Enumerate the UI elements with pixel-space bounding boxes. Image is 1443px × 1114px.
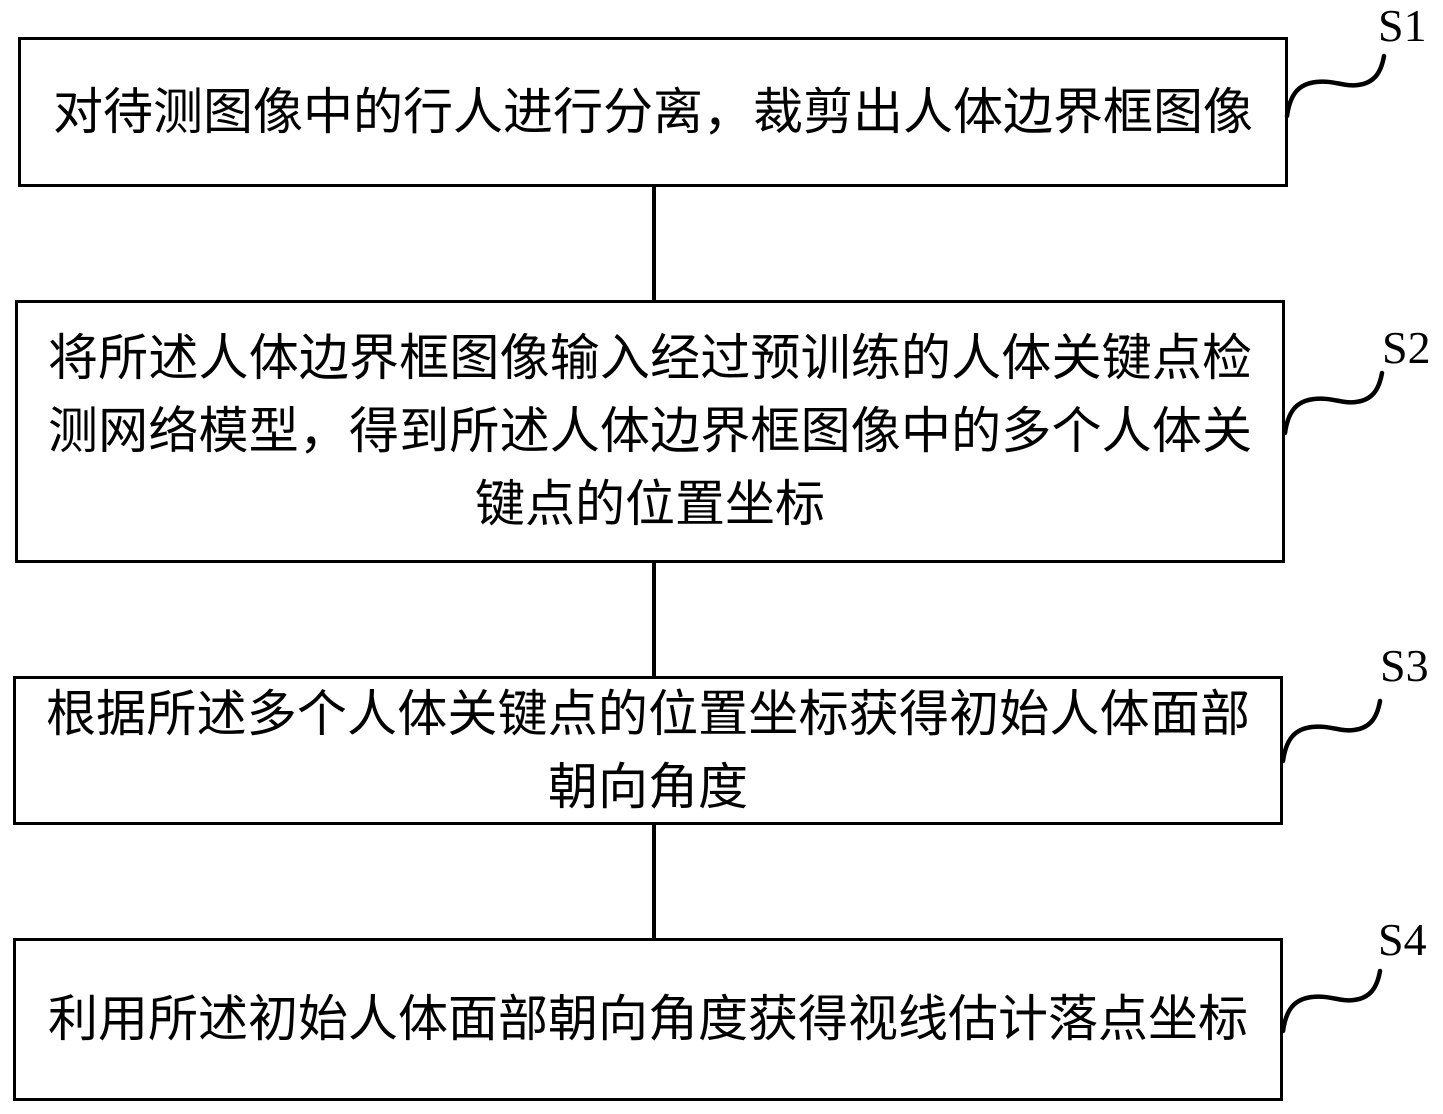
step-label-s2: S2 <box>1382 322 1431 373</box>
step-text-s2: 将所述人体边界框图像输入经过预训练的人体关键点检测网络模型，得到所述人体边界框图… <box>48 329 1252 533</box>
leader-line-s2 <box>1282 370 1394 436</box>
leader-line-s3 <box>1280 698 1392 764</box>
leader-line-s1 <box>1284 53 1396 119</box>
step-text-s1: 对待测图像中的行人进行分离，裁剪出人体边界框图像 <box>53 82 1253 141</box>
step-label-s1: S1 <box>1378 0 1427 51</box>
step-text-s3: 根据所述多个人体关键点的位置坐标获得初始人体面部朝向角度 <box>46 684 1250 816</box>
connector-s1-s2 <box>652 185 656 302</box>
step-box-s1: 对待测图像中的行人进行分离，裁剪出人体边界框图像 <box>18 37 1288 187</box>
step-label-s3: S3 <box>1380 640 1429 691</box>
leader-line-s4 <box>1280 968 1392 1034</box>
step-label-s4: S4 <box>1378 914 1427 965</box>
connector-s3-s4 <box>652 824 656 940</box>
connector-s2-s3 <box>652 561 656 678</box>
step-box-s3: 根据所述多个人体关键点的位置坐标获得初始人体面部朝向角度 <box>13 676 1283 825</box>
step-box-s2: 将所述人体边界框图像输入经过预训练的人体关键点检测网络模型，得到所述人体边界框图… <box>15 300 1285 563</box>
step-box-s4: 利用所述初始人体面部朝向角度获得视线估计落点坐标 <box>13 938 1283 1101</box>
step-text-s4: 利用所述初始人体面部朝向角度获得视线估计落点坐标 <box>48 990 1248 1048</box>
